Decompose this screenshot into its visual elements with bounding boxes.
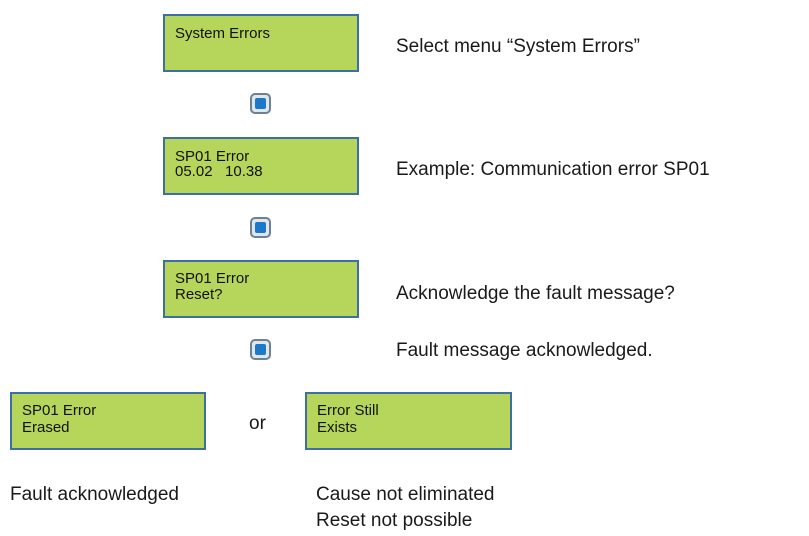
lcd-display-sp01-error: SP01 Error 05.02 10.38 [163,137,359,195]
description-select-menu: Select menu “System Errors” [396,36,640,57]
lcd-line-2: Reset? [175,286,223,303]
lcd-line-2: Erased [22,419,70,436]
lcd-line-2: Exists [317,419,358,436]
description-example-error: Example: Communication error SP01 [396,159,710,180]
lcd-line-1: SP01 Error [175,270,250,287]
lcd-display-still-exists: Error Still Exists [305,392,512,450]
enter-button-icon[interactable] [250,93,271,114]
lcd-display-erased: SP01 Error Erased [10,392,206,450]
outcome-reset-not-possible: Reset not possible [316,510,473,531]
outcome-fault-acknowledged: Fault acknowledged [10,484,179,505]
enter-button-icon[interactable] [250,339,271,360]
outcome-cause-not-eliminated: Cause not eliminated [316,484,495,505]
or-label: or [249,413,266,434]
description-acknowledge-question: Acknowledge the fault message? [396,283,675,304]
lcd-line-1: SP01 Error [22,402,97,419]
description-acknowledged: Fault message acknowledged. [396,340,653,361]
lcd-display-system-errors: System Errors [163,14,359,72]
lcd-line-1: SP01 Error [175,148,250,165]
lcd-line-2: 05.02 10.38 [175,163,263,180]
lcd-line-1: Error Still [317,402,379,419]
enter-button-icon[interactable] [250,217,271,238]
lcd-display-reset-prompt: SP01 Error Reset? [163,260,359,318]
lcd-line-1: System Errors [175,25,271,42]
